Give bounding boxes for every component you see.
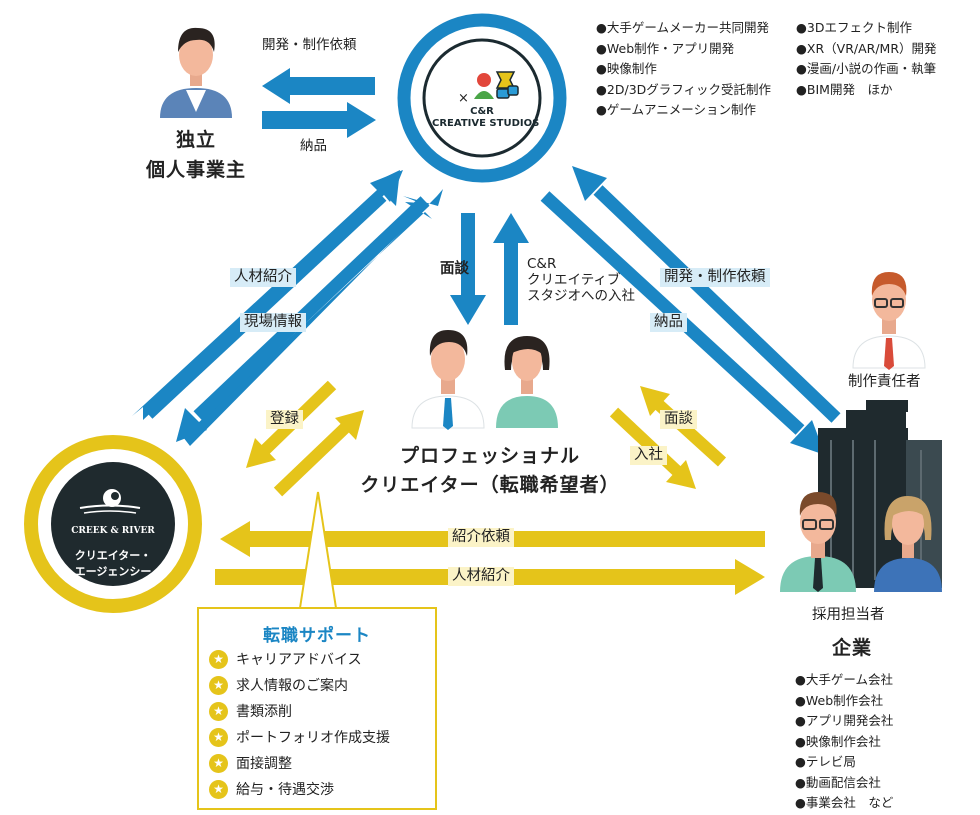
arrow-studio-agency-head2 <box>176 408 207 442</box>
support-item: ★ キャリアアドバイス <box>209 649 362 669</box>
support-item: ★ 給与・待遇交渉 <box>209 779 334 799</box>
company-type-item: ●事業会社 など <box>795 795 894 810</box>
support-item: ★ ポートフォリオ作成支援 <box>209 727 390 747</box>
agency-brand: CREEK & RIVER <box>71 526 155 536</box>
company-type-item: ●テレビ局 <box>795 754 856 769</box>
register-label: 登録 <box>266 410 303 429</box>
company-type-item: ●動画配信会社 <box>795 774 881 790</box>
manager-avatar <box>852 272 926 370</box>
studio-services-right: ●3Dエフェクト制作 ●XR（VR/AR/MR）開発 ●漫画/小説の作画・執筆 … <box>796 18 937 100</box>
service-item: ●映像制作 <box>596 61 657 76</box>
arrow-interview-down <box>450 213 486 325</box>
support-item-label: 給与・待遇交渉 <box>236 782 334 798</box>
freelancer-request-label: 開発・制作依頼 <box>262 37 357 53</box>
support-item-label: 面接調整 <box>236 756 292 772</box>
join-label-line: クリエイティブ <box>527 272 621 288</box>
hr-label: 採用担当者 <box>812 607 885 623</box>
support-item: ★ 書類添削 <box>209 701 292 721</box>
arrow-studio-to-agency <box>183 189 443 446</box>
service-item: ●漫画/小説の作画・執筆 <box>796 61 937 76</box>
arrow-register-head-a <box>246 438 276 468</box>
support-item-label: キャリアアドバイス <box>236 652 362 668</box>
arrow-company-studio-head <box>572 166 607 201</box>
creator-interview-label: 面談 <box>440 261 469 277</box>
star-icon: ★ <box>209 753 228 773</box>
agency-line1: クリエイター・ <box>74 549 152 562</box>
arrow-company-join-line <box>609 407 683 477</box>
company-type-item: ●Web制作会社 <box>795 692 884 708</box>
arrow-request-to-freelancer <box>262 68 375 104</box>
studio-services-left: ●大手ゲームメーカー共同開発 ●Web制作・アプリ開発 ●映像制作 ●2D/3D… <box>596 18 771 121</box>
support-item-label: 求人情報のご案内 <box>236 678 348 694</box>
studio-logo-icon: × <box>458 71 519 106</box>
service-item: ●BIM開発 ほか <box>796 81 893 97</box>
arrow-register-line-b <box>273 422 351 497</box>
support-item-label: ポートフォリオ作成支援 <box>236 730 390 746</box>
support-item: ★ 求人情報のご案内 <box>209 675 348 695</box>
arrow-agency-studio-head1 <box>373 170 400 206</box>
arrow-join-up <box>493 213 529 325</box>
join-label-line: C&R <box>527 256 557 272</box>
service-item: ●ゲームアニメーション制作 <box>596 102 757 117</box>
talent-intro-bottom-label: 人材紹介 <box>448 567 514 586</box>
creator-title-line2: クリエイター（転職希望者） <box>360 474 620 496</box>
company-interview-label: 面談 <box>660 410 697 429</box>
studio-name-line2: CREATIVE STUDIOS <box>432 118 540 129</box>
company-title: 企業 <box>832 637 873 659</box>
creator-female-avatar <box>496 336 558 428</box>
agency-node <box>24 435 202 613</box>
service-item: ●XR（VR/AR/MR）開発 <box>796 40 937 56</box>
company-types: ●大手ゲーム会社 ●Web制作会社 ●アプリ開発会社 ●映像制作会社 ●テレビ局… <box>795 670 893 814</box>
creator-join-label: C&R クリエイティブ スタジオへの入社 <box>527 256 635 304</box>
company-join-label: 入社 <box>630 446 667 465</box>
support-item: ★ 面接調整 <box>209 753 292 773</box>
join-label-line: スタジオへの入社 <box>527 288 635 304</box>
creator-male-avatar <box>411 330 485 430</box>
star-icon: ★ <box>209 779 228 799</box>
freelancer-title-line1: 独立 <box>175 129 216 151</box>
arrow-deliver-to-studio <box>262 102 376 138</box>
arrow-company-join-head <box>666 460 696 489</box>
intro-request-label: 紹介依頼 <box>448 528 514 547</box>
company-type-item: ●アプリ開発会社 <box>795 713 894 728</box>
site-info-label: 現場情報 <box>240 313 306 332</box>
dev-request-label: 開発・制作依頼 <box>660 268 770 287</box>
hr-male-avatar <box>780 492 856 592</box>
agency-line2: エージェンシー <box>74 565 152 578</box>
arrow-studio-agency-line2 <box>193 196 430 421</box>
career-support-box: 転職サポート ★ キャリアアドバイス ★ 求人情報のご案内 ★ 書類添削 ★ ポートフォ… <box>197 607 437 810</box>
talent-intro-label: 人材紹介 <box>230 268 296 287</box>
manager-label: 制作責任者 <box>848 374 921 390</box>
service-item: ●3Dエフェクト制作 <box>796 20 912 35</box>
studio-node: × <box>397 13 567 183</box>
deliver-label: 納品 <box>650 313 687 332</box>
arrow-company-interview-head <box>640 386 670 416</box>
freelancer-avatar <box>160 27 232 118</box>
company-type-item: ●映像制作会社 <box>795 733 881 749</box>
freelancer-title-line2: 個人事業主 <box>145 159 246 181</box>
star-icon: ★ <box>209 727 228 747</box>
studio-name-line1: C&R <box>470 106 494 117</box>
support-title: 転職サポート <box>263 626 371 646</box>
service-item: ●2D/3Dグラフィック受託制作 <box>596 81 772 97</box>
support-item-label: 書類添削 <box>236 704 292 720</box>
hr-female-avatar <box>874 496 942 592</box>
star-icon: ★ <box>209 701 228 721</box>
service-item: ●Web制作・アプリ開発 <box>596 40 735 56</box>
arrow-register-head-b <box>335 410 364 440</box>
freelancer-deliver-label: 納品 <box>300 138 327 154</box>
star-icon: ★ <box>209 675 228 695</box>
svg-text:×: × <box>458 91 469 106</box>
creek-river-logo-icon <box>79 489 141 514</box>
company-type-item: ●大手ゲーム会社 <box>795 672 894 687</box>
arrow-company-studio-line <box>593 185 841 423</box>
service-item: ●大手ゲームメーカー共同開発 <box>596 20 770 35</box>
creator-title-line1: プロフェッショナル <box>399 445 580 467</box>
arrow-agency-studio-line1 <box>143 191 387 419</box>
support-callout-pointer <box>298 491 338 609</box>
arrow-studio-company-head <box>790 420 825 455</box>
star-icon: ★ <box>209 649 228 669</box>
